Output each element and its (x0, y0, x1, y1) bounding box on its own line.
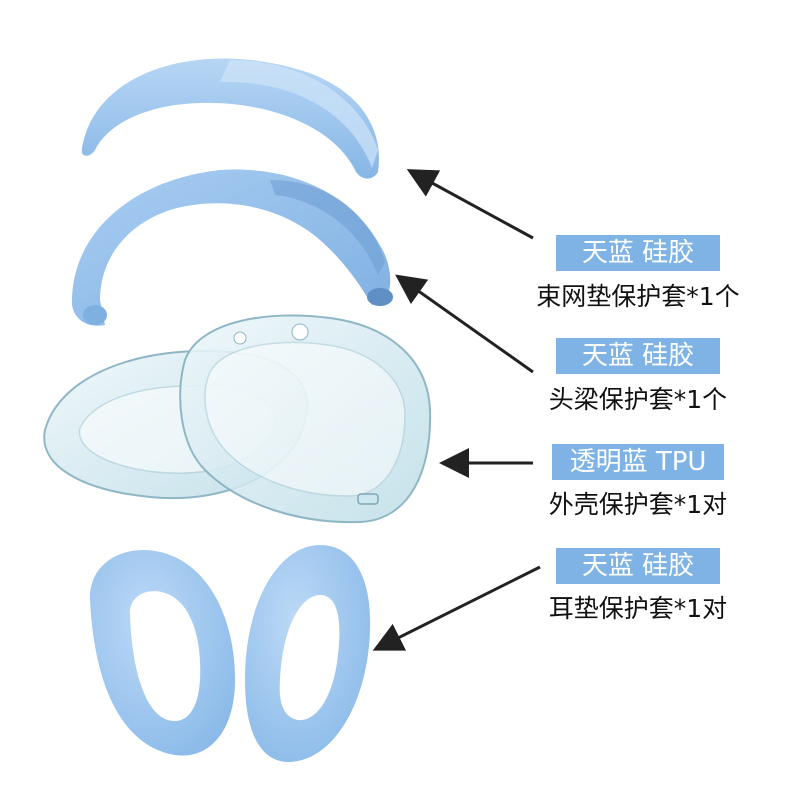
tpu-shell-right (179, 314, 432, 524)
material-tag-2: 天蓝 硅胶 (556, 338, 720, 374)
material-tag-4: 天蓝 硅胶 (556, 548, 720, 584)
item-desc-4: 耳垫保护套*1对 (548, 594, 728, 623)
item-desc-3: 外壳保护套*1对 (548, 490, 728, 519)
material-tag-1: 天蓝 硅胶 (556, 235, 720, 271)
headband-cover (71, 169, 393, 326)
ear-cushion-left (89, 550, 235, 756)
arrow-1 (406, 169, 534, 240)
material-tag-3: 透明蓝 TPU (552, 444, 724, 480)
item-desc-1: 束网垫保护套*1个 (536, 282, 740, 311)
mesh-pad-cover (81, 58, 379, 179)
arrow-4 (372, 565, 541, 651)
item-desc-2: 头梁保护套*1个 (548, 385, 728, 414)
ear-cushion-right (245, 545, 371, 763)
arrow-2 (395, 274, 534, 374)
